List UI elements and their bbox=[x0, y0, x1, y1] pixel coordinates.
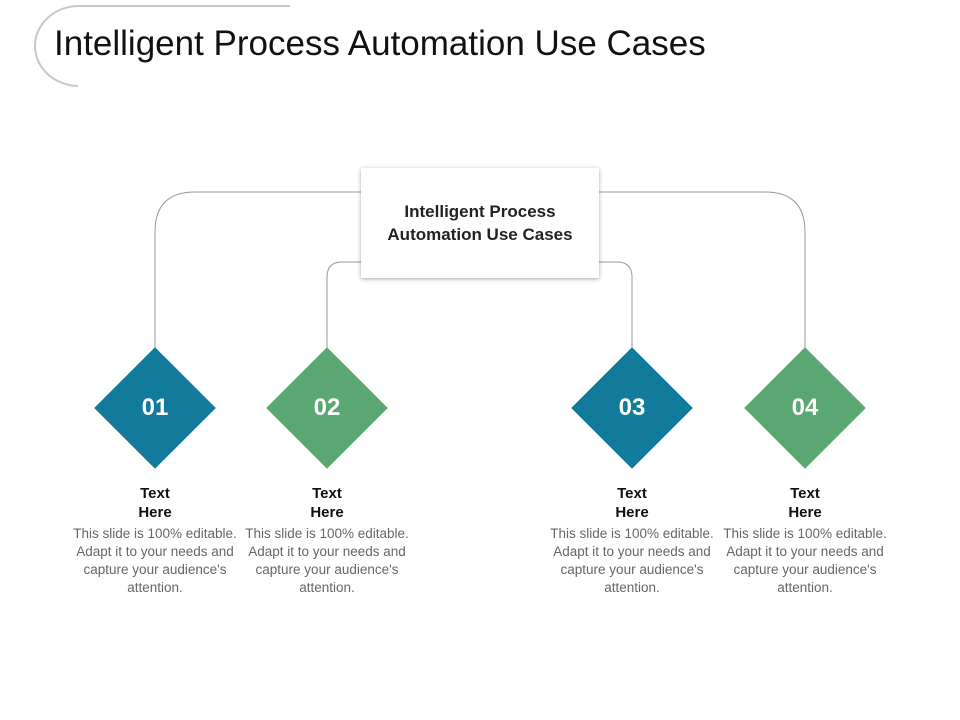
connector-03 bbox=[599, 261, 633, 350]
connector-02 bbox=[326, 261, 361, 350]
page-title: Intelligent Process Automation Use Cases bbox=[54, 24, 706, 63]
item-number: 02 bbox=[313, 394, 341, 421]
item-heading: Text Here bbox=[788, 485, 822, 521]
item-number: 04 bbox=[791, 394, 819, 421]
title-arc-decoration bbox=[34, 4, 290, 87]
item-number: 03 bbox=[618, 394, 646, 421]
item-heading: Text Here bbox=[615, 485, 649, 521]
item-description: This slide is 100% editable. Adapt it to… bbox=[245, 526, 409, 595]
item-description: This slide is 100% editable. Adapt it to… bbox=[723, 526, 887, 595]
item-description: This slide is 100% editable. Adapt it to… bbox=[73, 526, 237, 595]
item-number: 01 bbox=[141, 394, 169, 421]
center-label: Intelligent Process Automation Use Cases bbox=[387, 202, 573, 244]
connector-01 bbox=[154, 191, 361, 350]
item-heading: Text Here bbox=[310, 485, 344, 521]
connector-04 bbox=[599, 191, 806, 350]
center-box: Intelligent Process Automation Use Cases bbox=[361, 168, 599, 278]
item-description: This slide is 100% editable. Adapt it to… bbox=[550, 526, 714, 595]
item-heading: Text Here bbox=[138, 485, 172, 521]
